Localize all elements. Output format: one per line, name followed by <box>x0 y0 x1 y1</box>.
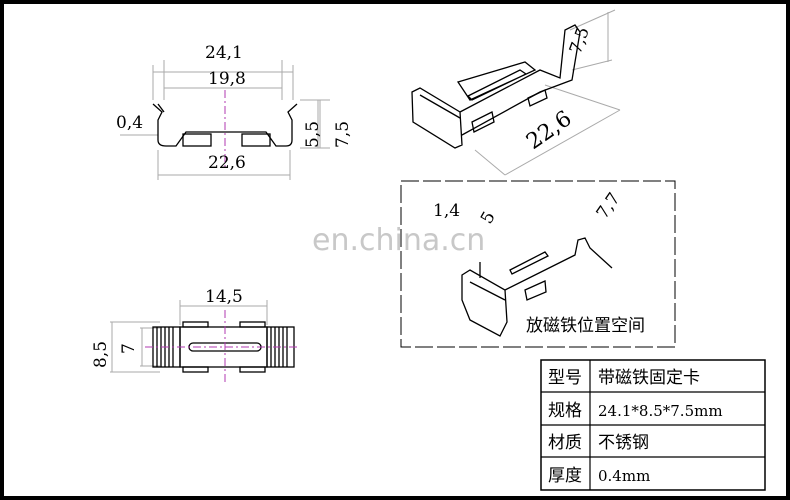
detail-view: 1,4 5 7,7 放磁铁位置空间 <box>400 180 676 348</box>
spec-row-size: 规格 24.1*8.5*7.5mm <box>548 401 723 421</box>
detail-view-border <box>400 180 676 348</box>
top-dim-overall-height: 8,5 <box>91 341 111 368</box>
top-view: 14,5 8,5 7 <box>91 287 300 385</box>
spec-value: 带磁铁固定卡 <box>598 368 700 388</box>
dim-overall-height: 7,5 <box>333 121 353 148</box>
dim-overall-width: 24,1 <box>205 43 243 63</box>
spec-row-thickness: 厚度 0.4mm <box>548 466 650 486</box>
dim-thickness: 0,4 <box>116 113 143 133</box>
top-dim-slot-length: 14,5 <box>205 287 243 307</box>
spec-value: 24.1*8.5*7.5mm <box>598 402 723 420</box>
dim-inner-height: 5,5 <box>303 121 323 148</box>
spec-value: 0.4mm <box>598 467 650 485</box>
spec-label: 厚度 <box>548 466 582 486</box>
spec-label: 规格 <box>548 401 582 421</box>
spec-value: 不锈钢 <box>598 433 649 453</box>
dim-inner-width: 19,8 <box>208 69 246 89</box>
iso-dim-length: 22,6 <box>522 106 576 155</box>
isometric-view: 7,5 22,6 <box>411 9 621 176</box>
dim-bottom-width: 22,6 <box>208 153 246 173</box>
detail-caption: 放磁铁位置空间 <box>526 316 645 336</box>
front-view: 24,1 19,8 0,4 22,6 5,5 7,5 <box>116 43 353 180</box>
spec-row-material: 材质 不锈钢 <box>548 433 649 453</box>
spec-label: 材质 <box>548 433 582 453</box>
spec-table: 型号 带磁铁固定卡 规格 24.1*8.5*7.5mm 材质 不锈钢 厚度 0.… <box>540 359 766 491</box>
spec-label: 型号 <box>548 368 582 388</box>
detail-dim-a: 1,4 <box>433 201 460 221</box>
spec-row-model: 型号 带磁铁固定卡 <box>548 368 700 388</box>
detail-dim-c: 7,7 <box>593 189 625 223</box>
top-dim-inner-height: 7 <box>119 343 139 354</box>
watermark: en.china.cn <box>312 223 485 258</box>
iso-dim-height: 7,5 <box>566 24 594 56</box>
